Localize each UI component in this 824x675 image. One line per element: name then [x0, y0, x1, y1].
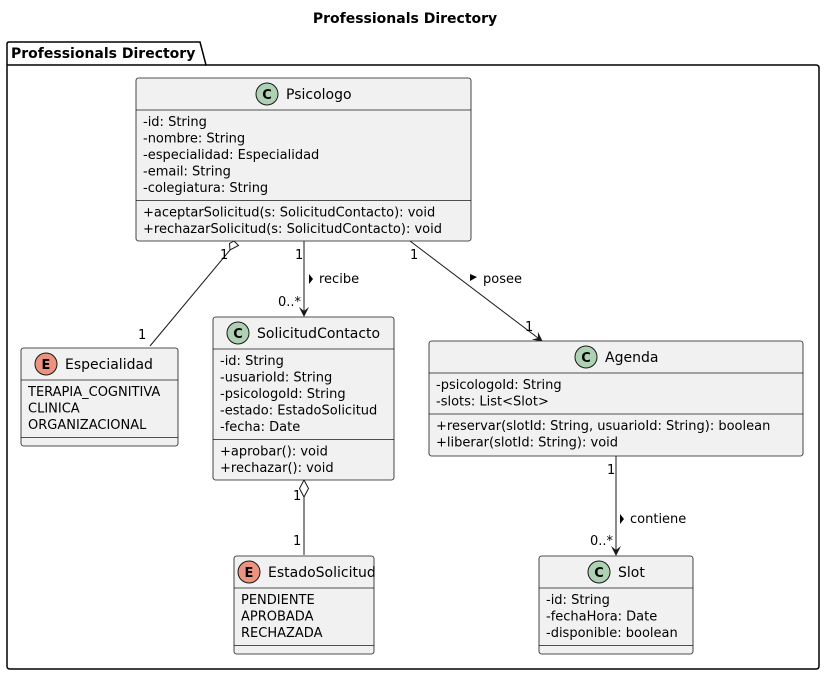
class-attribute: -email: String — [143, 165, 231, 180]
class-box — [20, 347, 179, 447]
class-stereotype-icon — [226, 321, 250, 345]
class-stereotype-icon — [574, 345, 598, 369]
class-attribute: RECHAZADA — [241, 626, 323, 641]
class-name: Psicologo — [286, 87, 352, 103]
class-attribute: -nombre: String — [143, 132, 245, 147]
class-attribute: ORGANIZACIONAL — [28, 418, 147, 433]
stereotype-letter: C — [233, 327, 243, 342]
class-method: +reservar(slotId: String, usuarioId: Str… — [436, 419, 770, 434]
relation-psicologo-especialidad: 1 1 — [138, 240, 240, 347]
class-box — [538, 555, 694, 655]
class-slot: C Slot -id: String -fechaHora: Date-disponi… — [538, 555, 694, 655]
stereotype-letter: C — [581, 351, 591, 366]
class-attribute: CLINICA — [28, 402, 80, 417]
relation-psicologo-agenda: 1 1 posee — [409, 240, 543, 342]
class-name: SolicitudContacto — [257, 326, 380, 342]
class-attribute: -estado: EstadoSolicitud — [220, 404, 377, 419]
class-stereotype-icon — [587, 560, 611, 584]
class-name: Agenda — [605, 350, 658, 366]
association-label: recibe — [319, 272, 359, 287]
aggregation-diamond — [228, 240, 240, 251]
class-box — [233, 555, 375, 655]
class-solicitud: C SolicitudContacto -id: String -usuarioId:… — [212, 316, 395, 481]
class-box — [428, 340, 804, 457]
direction-arrow-icon — [309, 274, 313, 284]
class-attribute: -fechaHora: Date — [546, 610, 657, 625]
association-label: posee — [483, 272, 522, 287]
multiplicity-label: 1 — [410, 248, 418, 263]
class-attribute: APROBADA — [241, 610, 314, 625]
multiplicity-label: 0..* — [278, 295, 302, 310]
multiplicity-label: 1 — [295, 248, 303, 263]
enum-stereotype-icon — [237, 560, 261, 584]
relation-agenda-slot: 1 0..* contiene — [590, 456, 686, 556]
class-attribute: -psicologoId: String — [436, 378, 562, 393]
class-attribute: -id: String — [143, 115, 207, 130]
class-name: Especialidad — [65, 357, 153, 373]
class-name: EstadoSolicitud — [268, 565, 376, 581]
class-attribute: PENDIENTE — [241, 593, 315, 608]
class-stereotype-icon — [255, 82, 279, 106]
package-name: Professionals Directory — [11, 46, 195, 62]
relation-psicologo-solicitud: 1 0..* recibe — [278, 241, 359, 317]
enum-stereotype-icon — [34, 352, 58, 376]
multiplicity-label: 1 — [220, 248, 228, 263]
class-method: +rechazarSolicitud(s: SolicitudContacto)… — [143, 222, 442, 237]
multiplicity-label: 1 — [293, 489, 301, 504]
direction-arrow-icon — [470, 274, 477, 281]
classes: C Psicologo -id: String -nombre: String-esp… — [20, 77, 804, 655]
class-attribute: -especialidad: Especialidad — [143, 148, 319, 163]
multiplicity-label: 0..* — [590, 534, 614, 549]
stereotype-letter: E — [245, 566, 254, 581]
class-attribute: -id: String — [546, 593, 610, 608]
relations: 1 1 SolicitudContacto : recibe --> 1 0..… — [138, 240, 686, 556]
class-method: +aprobar(): void — [220, 445, 328, 460]
stereotype-letter: C — [594, 566, 604, 581]
direction-arrow-icon — [620, 514, 624, 524]
multiplicity-label: 1 — [293, 534, 301, 549]
class-name: Slot — [618, 565, 645, 581]
multiplicity-label: 1 — [525, 320, 533, 335]
class-attribute: -disponible: boolean — [546, 626, 678, 641]
stereotype-letter: C — [262, 88, 272, 103]
aggregation-diamond — [298, 478, 310, 499]
association-label: contiene — [630, 512, 686, 527]
stereotype-letter: E — [42, 358, 51, 373]
class-attribute: -fecha: Date — [220, 420, 300, 435]
multiplicity-label: 1 — [607, 463, 615, 478]
class-method: +liberar(slotId: String): void — [436, 436, 618, 451]
class-attribute: -slots: List<Slot> — [436, 395, 549, 410]
package-frame: Professionals Directory — [6, 41, 820, 670]
class-attribute: -colegiatura: String — [143, 181, 268, 196]
multiplicity-label: 1 — [138, 328, 146, 343]
class-attribute: TERAPIA_COGNITIVA — [27, 385, 160, 400]
class-method: +rechazar(): void — [220, 461, 334, 476]
class-psicologo: C Psicologo -id: String -nombre: String-esp… — [135, 77, 472, 242]
class-agenda: C Agenda -psicologoId: String -slots: List<… — [428, 340, 804, 457]
class-attribute: -id: String — [220, 354, 284, 369]
relation-solicitud-estado: 1 1 — [293, 478, 310, 555]
diagram-title: Professionals Directory — [313, 11, 497, 27]
class-method: +aceptarSolicitud(s: SolicitudContacto):… — [143, 206, 435, 221]
class-attribute: -psicologoId: String — [220, 387, 346, 402]
class-attribute: -usuarioId: String — [220, 371, 332, 386]
